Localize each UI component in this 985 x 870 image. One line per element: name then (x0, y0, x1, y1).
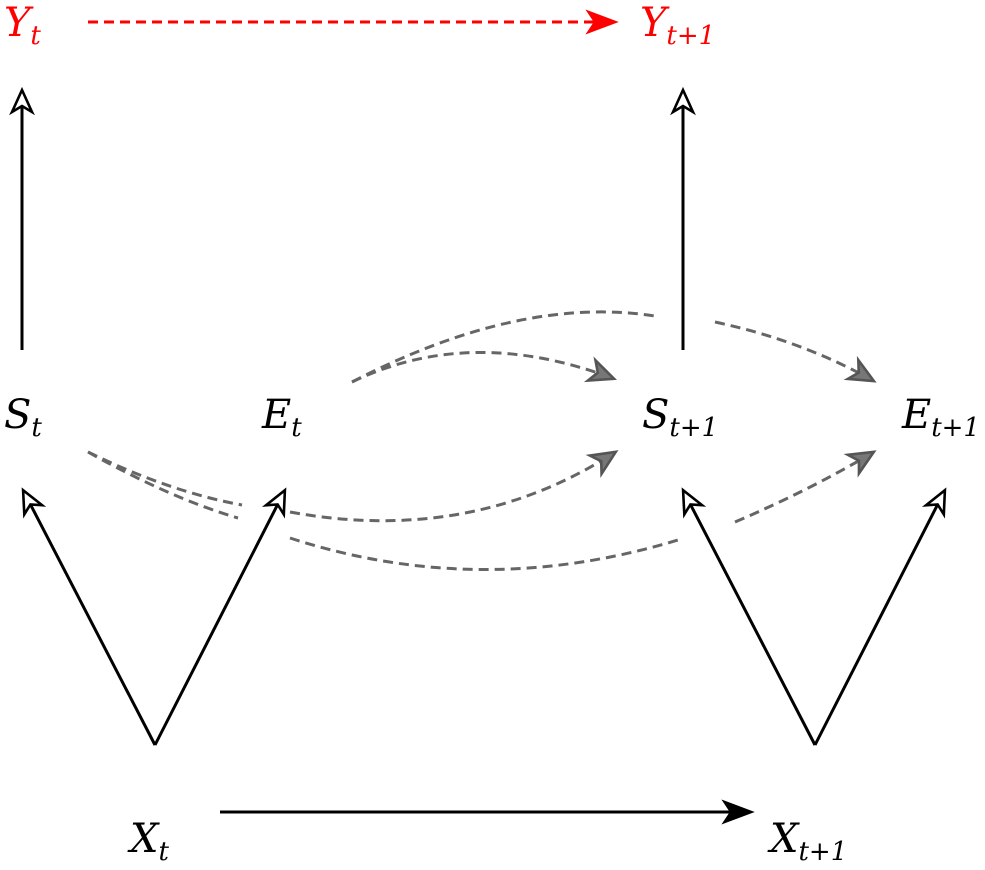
node-y-t-sub: t (30, 21, 41, 51)
node-y-t1-main: Y (640, 0, 670, 46)
node-e-t-main: E (261, 392, 291, 438)
node-y-t1: Yt+1 (640, 0, 715, 51)
node-s-t: St (4, 392, 42, 443)
node-e-t1-sub: t+1 (931, 413, 980, 443)
edge-x-t-to-s-t (21, 487, 157, 746)
node-e-t-sub: t (291, 413, 302, 443)
node-s-t1-sub: t+1 (669, 413, 718, 443)
edge-s-t-to-e-t1 (87, 452, 872, 571)
node-x-t1: Xt+1 (767, 816, 847, 867)
edge-x-t1-to-e-t1 (813, 487, 947, 746)
node-x-t-sub: t (158, 837, 169, 867)
node-y-t: Yt (4, 0, 41, 51)
node-y-t-main: Y (4, 0, 34, 46)
edge-e-t-to-e-t1 (351, 312, 872, 382)
node-y-t1-sub: t+1 (666, 21, 715, 51)
node-x-t1-sub: t+1 (798, 837, 847, 867)
node-x-t-main: X (127, 816, 160, 862)
node-s-t1: St+1 (642, 392, 718, 443)
edge-s-t-to-s-t1 (87, 452, 614, 521)
node-x-t1-main: X (767, 816, 800, 862)
node-s-t-sub: t (31, 413, 42, 443)
edge-x-t-to-e-t (153, 487, 287, 746)
node-s-t-main: S (4, 392, 31, 438)
edge-e-t-to-s-t1 (351, 350, 617, 384)
node-e-t1: Et+1 (901, 392, 980, 443)
edge-x-t1-to-s-t1 (681, 487, 817, 746)
node-e-t: Et (261, 392, 302, 443)
node-x-t: Xt (127, 816, 169, 867)
node-e-t1-main: E (901, 392, 931, 438)
node-s-t1-main: S (642, 392, 669, 438)
